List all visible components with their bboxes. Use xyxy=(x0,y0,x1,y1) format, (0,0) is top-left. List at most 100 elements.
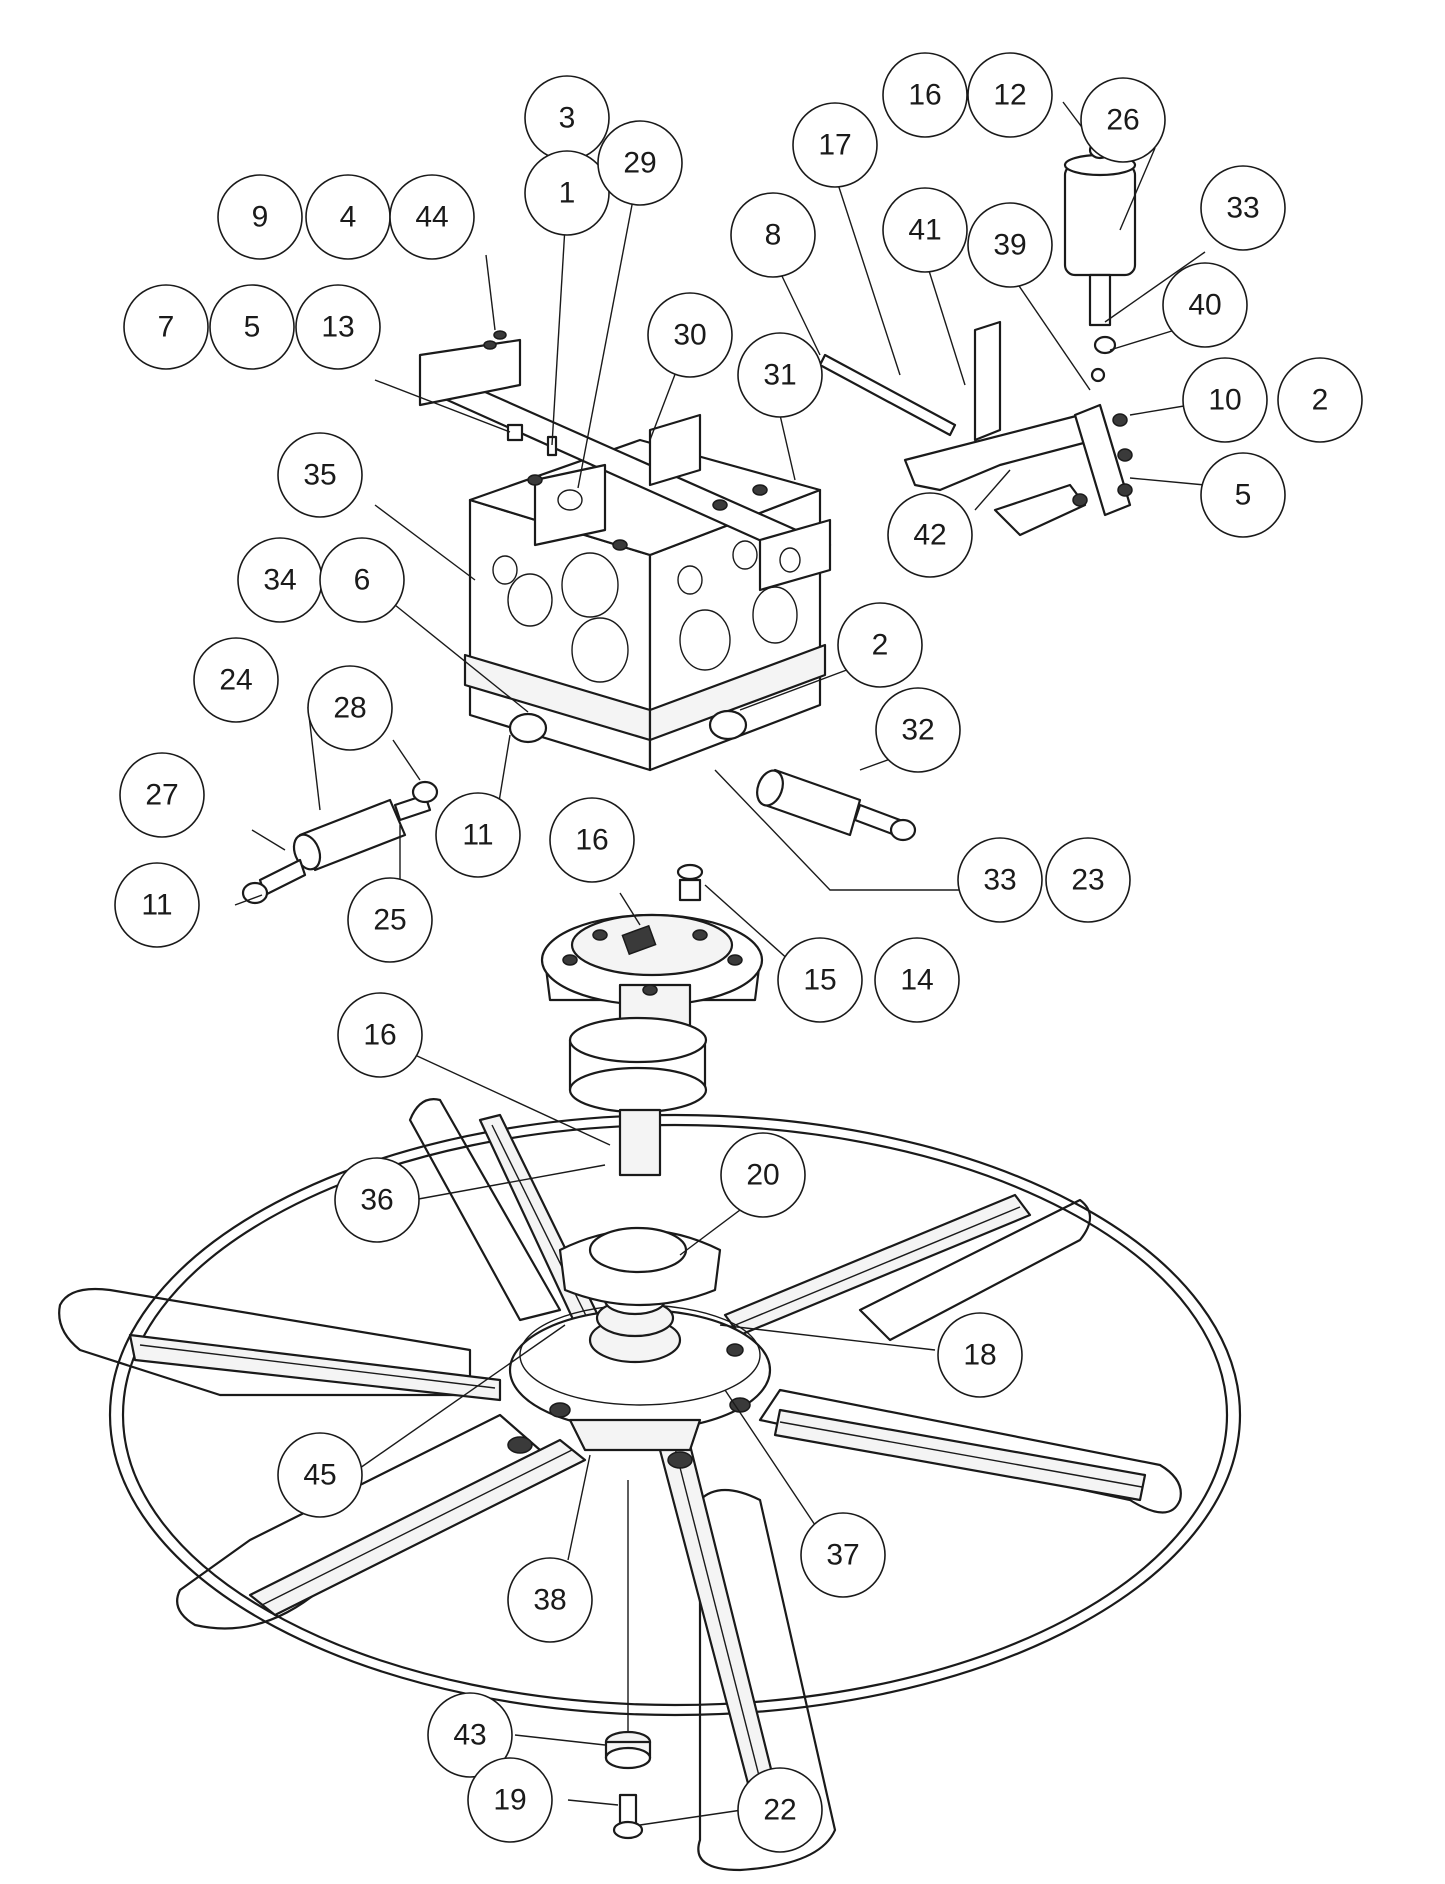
balloon: 41 xyxy=(882,187,968,273)
arm-left xyxy=(128,1333,502,1402)
balloon: 45 xyxy=(277,1432,363,1518)
fork-lower xyxy=(993,483,1087,537)
balloon-number: 12 xyxy=(993,79,1026,112)
balloon-circle xyxy=(277,1432,363,1518)
balloon: 5 xyxy=(1200,452,1286,538)
balloon: 28 xyxy=(307,665,393,751)
balloon: 32 xyxy=(875,687,961,773)
balloon-number: 13 xyxy=(321,311,354,344)
side-bracket xyxy=(1073,403,1132,517)
paddle-lower-left xyxy=(176,1413,542,1630)
paddle-upper-left xyxy=(408,1098,562,1322)
balloon-circle xyxy=(114,862,200,948)
balloon-number: 14 xyxy=(900,964,933,997)
balloon-circle xyxy=(882,52,968,138)
balloon: 26 xyxy=(1080,77,1166,163)
balloon-number: 6 xyxy=(354,564,371,597)
balloon: 42 xyxy=(887,492,973,578)
balloon-number: 15 xyxy=(803,964,836,997)
balloon-circle xyxy=(1200,165,1286,251)
balloon-number: 25 xyxy=(373,904,406,937)
balloon-number: 26 xyxy=(1106,104,1139,137)
balloon-number: 16 xyxy=(575,824,608,857)
balloon-number: 41 xyxy=(908,214,941,247)
balloon-number: 8 xyxy=(765,219,782,252)
balloon: 8 xyxy=(730,192,816,278)
motor-assembly xyxy=(540,863,764,1177)
balloon-number: 38 xyxy=(533,1584,566,1617)
balloon: 16 xyxy=(882,52,968,138)
arm-right xyxy=(773,1408,1147,1502)
balloon-number: 45 xyxy=(303,1459,336,1492)
balloon-number: 5 xyxy=(1235,479,1252,512)
balloon-circle xyxy=(967,202,1053,288)
balloon-number: 5 xyxy=(244,311,261,344)
balloon-number: 22 xyxy=(763,1794,796,1827)
balloon: 10 xyxy=(1182,357,1268,443)
balloon-circle xyxy=(874,937,960,1023)
outer-ring-inner xyxy=(121,1123,1229,1707)
balloon: 34 xyxy=(237,537,323,623)
balloon-number: 31 xyxy=(763,359,796,392)
balloon-circle xyxy=(389,174,475,260)
balloon: 6 xyxy=(319,537,405,623)
balloon: 11 xyxy=(435,792,521,878)
balloon-circle xyxy=(875,687,961,773)
balloon: 20 xyxy=(720,1132,806,1218)
balloon-circle xyxy=(123,284,209,370)
balloon-number: 11 xyxy=(141,889,172,922)
balloon-circle xyxy=(1080,77,1166,163)
balloon-circle xyxy=(209,284,295,370)
lower-hub xyxy=(568,1418,702,1452)
balloon-circle xyxy=(737,332,823,418)
balloon-circle xyxy=(1200,452,1286,538)
pushrod xyxy=(818,353,957,437)
balloon-circle xyxy=(1277,357,1363,443)
balloon-number: 4 xyxy=(340,201,357,234)
balloon-circle xyxy=(277,432,363,518)
balloon: 36 xyxy=(334,1157,420,1243)
balloon-number: 39 xyxy=(993,229,1026,262)
balloon-circle xyxy=(647,292,733,378)
balloon: 2 xyxy=(837,602,923,688)
balloon: 27 xyxy=(119,752,205,838)
balloon: 7 xyxy=(123,284,209,370)
balloon-circle xyxy=(319,537,405,623)
balloon-circle xyxy=(549,797,635,883)
balloon-circle xyxy=(937,1312,1023,1398)
balloon: 33 xyxy=(1200,165,1286,251)
balloon: 43 xyxy=(427,1692,513,1778)
balloon-number: 23 xyxy=(1071,864,1104,897)
balloon-number: 3 xyxy=(559,102,576,135)
balloon: 30 xyxy=(647,292,733,378)
balloon: 9 xyxy=(217,174,303,260)
balloon: 18 xyxy=(937,1312,1023,1398)
balloon-number: 42 xyxy=(913,519,946,552)
balloon: 13 xyxy=(295,284,381,370)
balloon-circle xyxy=(957,837,1043,923)
balloon-circle xyxy=(887,492,973,578)
balloon: 29 xyxy=(597,120,683,206)
balloon: 39 xyxy=(967,202,1053,288)
balloon-circle xyxy=(1162,262,1248,348)
balloon-number: 2 xyxy=(872,629,889,662)
balloon: 11 xyxy=(114,862,200,948)
balloon-number: 40 xyxy=(1188,289,1221,322)
balloon: 15 xyxy=(777,937,863,1023)
lever-assembly xyxy=(818,140,1137,537)
balloon-number: 17 xyxy=(818,129,851,162)
balloon: 17 xyxy=(792,102,878,188)
arm-lower-left xyxy=(248,1438,587,1617)
balloon-number: 28 xyxy=(333,692,366,725)
balloon: 5 xyxy=(209,284,295,370)
balloon-circle xyxy=(524,150,610,236)
balloon-number: 2 xyxy=(1312,384,1329,417)
balloon: 37 xyxy=(800,1512,886,1598)
balloon-number: 24 xyxy=(219,664,252,697)
balloon-circle xyxy=(1045,837,1131,923)
balloon-circle xyxy=(427,1692,513,1778)
balloon-circle xyxy=(1182,357,1268,443)
balloon-circle xyxy=(435,792,521,878)
balloon-number: 33 xyxy=(1226,192,1259,225)
balloon-number: 1 xyxy=(559,177,576,210)
